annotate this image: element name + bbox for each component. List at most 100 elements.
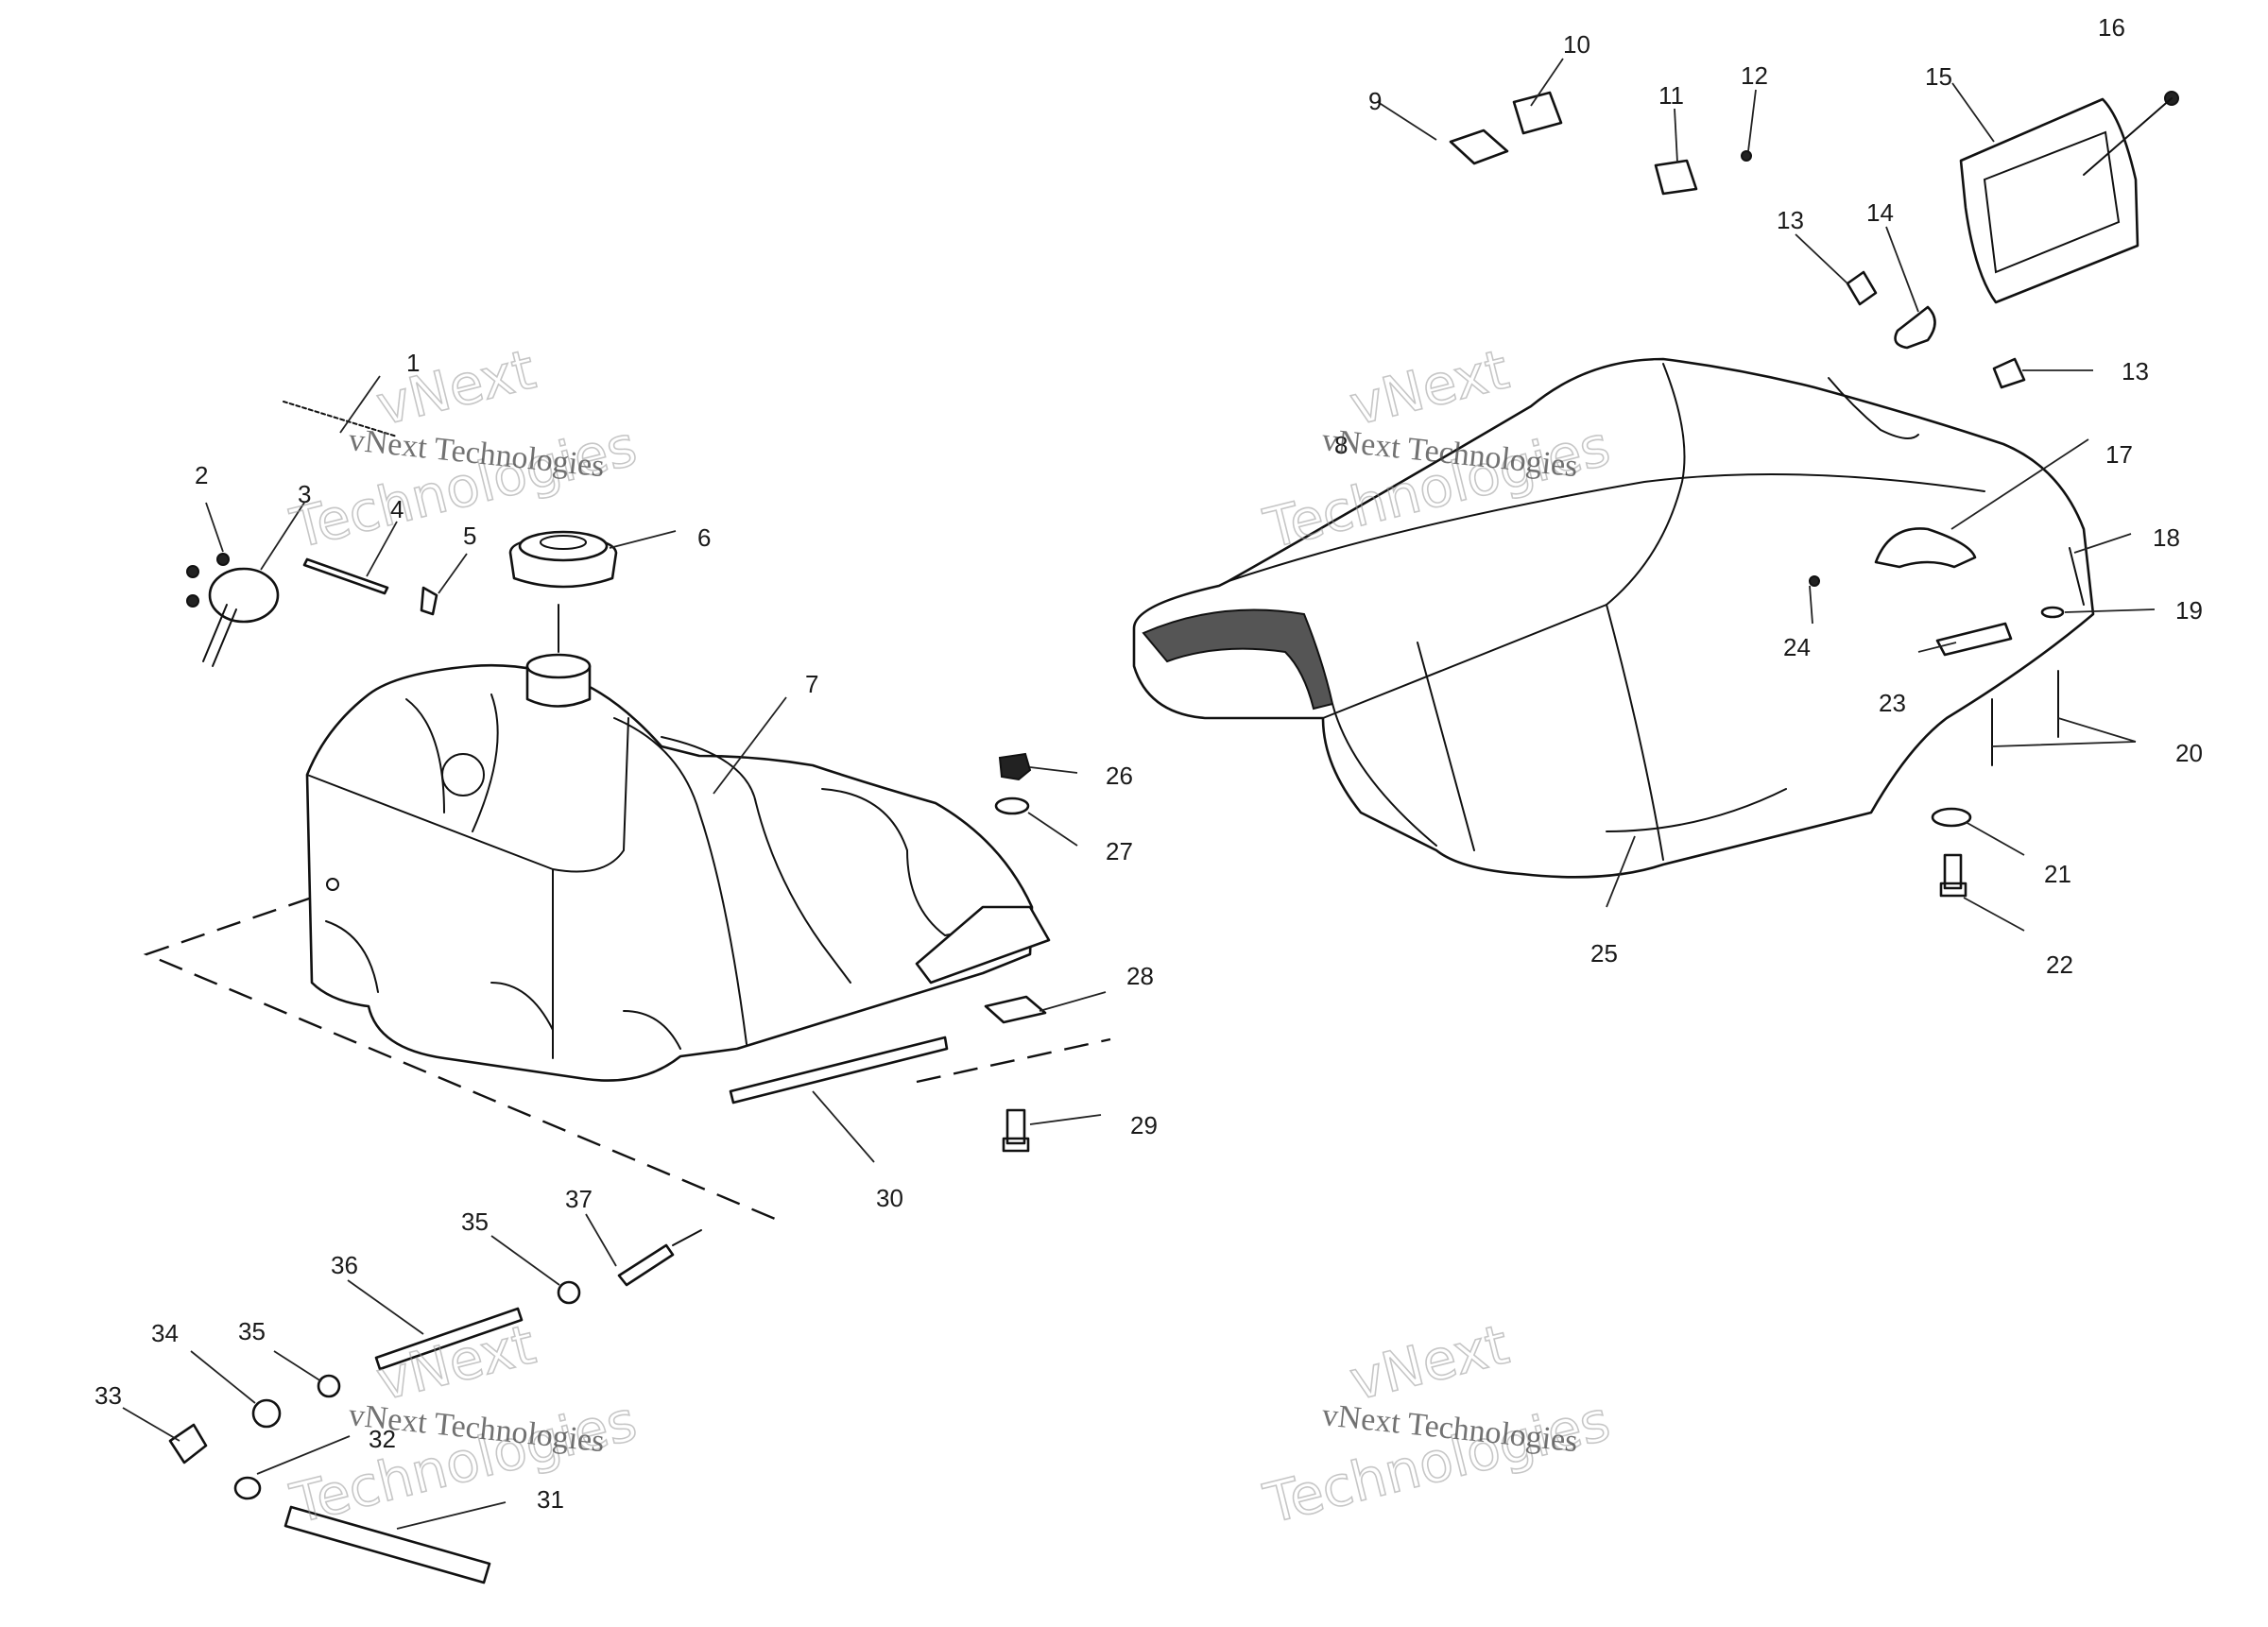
callout-27: 27 — [1106, 837, 1133, 865]
seat-cover — [1132, 357, 2095, 879]
part-37-line — [672, 1229, 702, 1246]
callout-1: 1 — [406, 349, 420, 377]
callout-23: 23 — [1879, 689, 1906, 717]
part-19-grommet — [2040, 606, 2065, 619]
fuel-tank-group — [143, 604, 1111, 1221]
part-29-bolt — [1002, 1108, 1030, 1153]
part-18-seat-edge — [2069, 547, 2085, 606]
part-11-plate — [1654, 159, 1698, 196]
watermark-line2a: vNext — [1344, 337, 1515, 438]
watermark-line2a: vNext — [370, 1312, 541, 1413]
tank-vent-hole — [326, 878, 339, 891]
part-14-bulb — [1894, 305, 1936, 350]
callout-20: 20 — [2175, 739, 2203, 767]
callout-26: 26 — [1106, 762, 1133, 790]
callout-31: 31 — [537, 1485, 564, 1514]
callout-13-lower: 13 — [2122, 357, 2149, 385]
callout-21: 21 — [2044, 860, 2071, 888]
tank-rear-flange — [915, 905, 1051, 985]
callout-9: 9 — [1368, 87, 1382, 115]
callout-28: 28 — [1126, 962, 1154, 990]
callout-29: 29 — [1130, 1111, 1158, 1139]
callout-17: 17 — [2105, 440, 2133, 469]
watermark-line2a: vNext — [1344, 1312, 1515, 1413]
part-16-lead — [2083, 97, 2173, 176]
tank-sender-plate — [441, 753, 485, 796]
callout-16: 16 — [2098, 13, 2125, 42]
fuel-tank — [305, 663, 1034, 1082]
callout-15: 15 — [1925, 62, 1952, 91]
part-3-sender — [202, 567, 280, 667]
part-20-studs — [1991, 670, 2059, 766]
watermark-bottom-left: vNext Technologies vNext Technologies — [284, 1311, 644, 1537]
callout-3: 3 — [298, 480, 311, 508]
tank-front-face — [306, 717, 629, 1059]
callout-32: 32 — [369, 1425, 396, 1453]
callout-35-upper: 35 — [461, 1207, 489, 1236]
callout-35-lower: 35 — [238, 1317, 266, 1345]
part-9-plate — [1449, 128, 1509, 165]
part-10-plate — [1512, 91, 1563, 135]
callout-36: 36 — [331, 1251, 358, 1279]
part-22-bolt — [1939, 853, 1967, 898]
watermark-bottom-right: vNext Technologies vNext Technologies — [1257, 1311, 1617, 1537]
callout-19: 19 — [2175, 596, 2203, 625]
part-13-bulb-upper — [1846, 270, 1878, 306]
callout-18: 18 — [2153, 523, 2180, 552]
callout-14: 14 — [1866, 198, 1894, 227]
part-23-bracket — [1935, 622, 2013, 657]
tank-tunnel — [821, 788, 1022, 937]
leader-lines — [122, 58, 2156, 1530]
part-34-grommet — [251, 1398, 282, 1429]
part-25-strip — [1606, 788, 1787, 832]
callout-33: 33 — [94, 1381, 122, 1410]
callout-13-upper: 13 — [1777, 206, 1804, 234]
tank-saddle — [613, 717, 851, 1045]
part-36-hose — [374, 1307, 524, 1371]
callout-5: 5 — [463, 522, 476, 550]
seat-top-line — [1228, 473, 1985, 582]
callout-4: 4 — [390, 495, 404, 523]
callout-6: 6 — [697, 523, 711, 552]
callout-25: 25 — [1590, 939, 1618, 968]
part-15-taillight — [1959, 97, 2139, 304]
part-26-nut — [998, 752, 1032, 781]
callout-37: 37 — [565, 1185, 593, 1213]
callout-2: 2 — [195, 461, 208, 489]
seat-rear-curve — [1828, 377, 1919, 439]
part-24-rivet — [1809, 575, 1820, 587]
mounting-outline — [143, 896, 776, 1221]
callout-24: 24 — [1783, 633, 1811, 661]
part-35-clamp-lower — [317, 1374, 341, 1398]
part-32-clamp — [233, 1476, 262, 1500]
part-2-screws — [186, 553, 230, 608]
part-35-clamp-upper — [557, 1280, 581, 1305]
part-13-bulb-lower — [1992, 357, 2026, 389]
mounting-outline-right — [916, 1037, 1111, 1084]
filler-neck-top — [525, 653, 592, 679]
callout-22: 22 — [2046, 951, 2073, 979]
part-27-washer — [994, 796, 1030, 815]
part-31-hose — [284, 1505, 491, 1584]
tank-strap — [405, 694, 499, 832]
part-17-bracket — [1874, 527, 1977, 569]
part-30-strip — [729, 1036, 949, 1105]
callout-8: 8 — [1334, 431, 1348, 459]
seat-group — [1132, 357, 2095, 879]
part-4-rod — [302, 557, 389, 595]
part-21-washer — [1931, 807, 1972, 828]
part-1-vent-line — [283, 401, 398, 437]
part-5-fitting — [420, 586, 438, 616]
callout-12: 12 — [1741, 61, 1768, 90]
part-28-pad — [984, 995, 1047, 1024]
seat-edge-trim — [1332, 703, 1437, 847]
callout-34: 34 — [151, 1319, 179, 1347]
part-6-fuel-cap — [508, 530, 618, 589]
seat-seam — [1322, 363, 1686, 719]
part-12-screw — [1741, 150, 1752, 162]
callout-labels: 1 2 3 4 5 6 7 8 9 10 11 12 13 13 14 15 1… — [94, 13, 2203, 1514]
seat-panel — [1417, 604, 1664, 861]
part-37-valve — [617, 1243, 675, 1287]
tank-lower-contour — [325, 920, 681, 1050]
